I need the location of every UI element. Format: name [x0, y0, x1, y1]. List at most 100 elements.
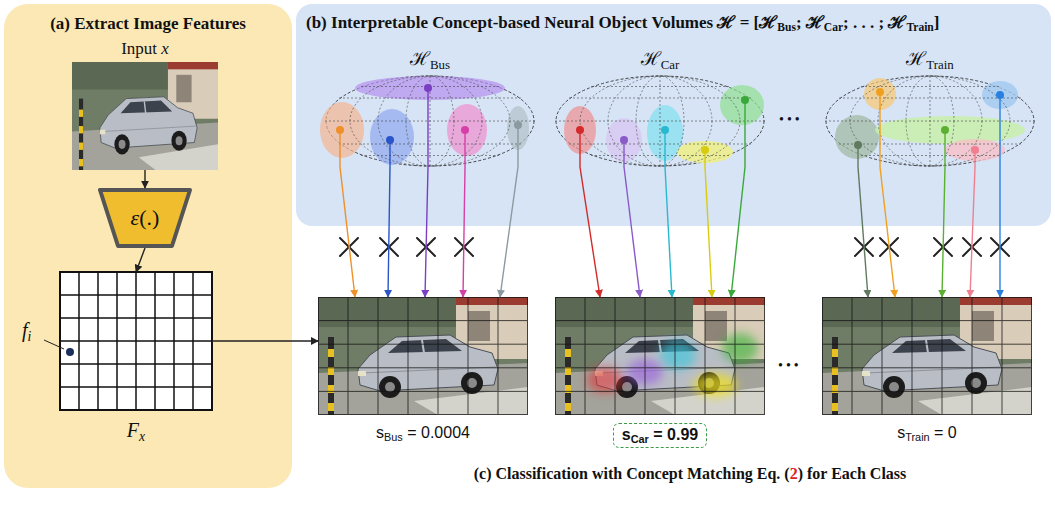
- concept-stems: [664, 130, 665, 167]
- text-run: 2: [790, 465, 798, 482]
- text-run: •••: [778, 358, 802, 373]
- feature-grid: [60, 272, 212, 410]
- text-run: ; . . . ; ℋ: [843, 13, 906, 32]
- concept-blobs: [835, 115, 879, 159]
- class-photos: [318, 297, 528, 415]
- text-slot: (c) Classification with Concept Matching…: [330, 464, 1050, 483]
- concept-dots: [424, 84, 432, 92]
- class-photos: [318, 297, 528, 415]
- ellipsis: •••: [779, 112, 803, 129]
- text-run: Train: [926, 57, 954, 72]
- connector-arrow: [212, 340, 318, 341]
- text-run: f: [22, 319, 28, 341]
- feature-grid: [60, 294, 212, 296]
- concept-stems: [623, 140, 624, 167]
- text-run: Bus: [430, 57, 450, 72]
- text-run: •••: [779, 112, 803, 127]
- feature-grid: [60, 340, 212, 342]
- class-score: sBus = 0.0004: [376, 423, 470, 444]
- concept-dots: [336, 126, 344, 134]
- feature-grid: [60, 317, 212, 319]
- text-run: Car: [631, 433, 649, 445]
- image-label: Input x: [121, 39, 169, 59]
- class-score: sCar = 0.99: [613, 423, 707, 448]
- concept-dots: [854, 141, 862, 149]
- text-slot: (b) Interpretable Concept-based Neural O…: [306, 13, 1041, 35]
- volume-outline: [826, 76, 1034, 166]
- concept-stems: [944, 130, 945, 167]
- concept-dots: [661, 126, 669, 134]
- panel-heading: (a) Extract Image Features: [50, 14, 246, 34]
- panel-heading: (b) Interpretable Concept-based Neural O…: [306, 13, 939, 35]
- feature-callout: fi: [22, 318, 31, 345]
- text-run: ℋ: [410, 48, 430, 69]
- concept-stems: [579, 130, 580, 167]
- text-run: ) for Each Class: [798, 465, 907, 482]
- text-run: Car: [661, 57, 680, 72]
- concept-stems: [389, 140, 390, 167]
- text-run: i: [28, 329, 32, 344]
- concept-heatmap: [693, 373, 737, 397]
- text-slot: ε(.): [98, 188, 192, 248]
- encoder-trapezoid: ε(.): [98, 188, 192, 248]
- concept-stems: [744, 100, 745, 167]
- text-run: ℋ: [641, 48, 661, 69]
- concept-stems: [339, 130, 340, 167]
- concept-dots: [576, 126, 584, 134]
- text-slot: ℋCar: [495, 48, 825, 72]
- text-run: = 0: [930, 424, 957, 441]
- text-run: = 0.0004: [403, 424, 470, 441]
- class-photos: [318, 297, 1032, 415]
- connector-arrow: [144, 170, 145, 188]
- text-slot: fi: [22, 318, 31, 345]
- text-slot: sBus = 0.0004: [258, 423, 588, 444]
- text-run: (a) Extract Image Features: [50, 14, 246, 33]
- concept-blobs: [720, 85, 764, 125]
- figure-caption: (c) Classification with Concept Matching…: [474, 464, 907, 483]
- text-run: ε: [131, 205, 140, 230]
- text-run: x: [139, 429, 145, 444]
- text-run: Bus: [384, 431, 403, 443]
- feature-grid: [60, 272, 212, 410]
- text-run: x: [161, 39, 169, 58]
- text-run: s: [897, 424, 905, 441]
- input-photo: [72, 62, 218, 170]
- text-slot: •••: [778, 356, 802, 375]
- text-run: (b) Interpretable Concept-based Neural O…: [306, 13, 777, 32]
- encoder-shape: [100, 190, 190, 246]
- concept-heatmap: [587, 367, 623, 393]
- text-slot: (a) Extract Image Features: [4, 14, 292, 34]
- text-slot: Input x: [12, 39, 278, 59]
- class-score: sTrain = 0: [897, 423, 957, 444]
- text-run: (c) Classification with Concept Matching…: [474, 465, 790, 482]
- feature-grid: [66, 348, 74, 356]
- concept-stems: [879, 92, 880, 167]
- text-slot: ℋTrain: [765, 48, 1055, 72]
- feature-grid: [60, 386, 212, 388]
- text-run: Train: [906, 21, 933, 34]
- concept-stems: [427, 88, 428, 167]
- concept-dots: [941, 126, 949, 134]
- ellipsis: •••: [778, 358, 802, 375]
- volume-label: ℋCar: [641, 48, 680, 72]
- volume-outline: [556, 76, 764, 166]
- feature-grid: [60, 363, 212, 365]
- input-photo: [72, 62, 218, 170]
- text-slot: •••: [779, 110, 803, 129]
- concept-dots: [514, 121, 522, 129]
- concept-dots: [971, 146, 979, 154]
- concept-stems: [464, 130, 465, 167]
- concept-heatmap: [722, 333, 758, 363]
- concept-dots: [996, 91, 1004, 99]
- class-photos: [555, 297, 765, 415]
- concept-dots: [701, 146, 709, 154]
- class-photos: [555, 297, 765, 415]
- feature-label: Fx: [127, 418, 145, 445]
- text-slot: ℋBus: [265, 48, 595, 72]
- text-run: ; ℋ: [796, 13, 824, 32]
- class-photos: [822, 297, 1032, 415]
- text-run: F: [127, 419, 139, 441]
- concept-blobs: [320, 102, 364, 158]
- text-slot: sCar = 0.99: [495, 423, 825, 448]
